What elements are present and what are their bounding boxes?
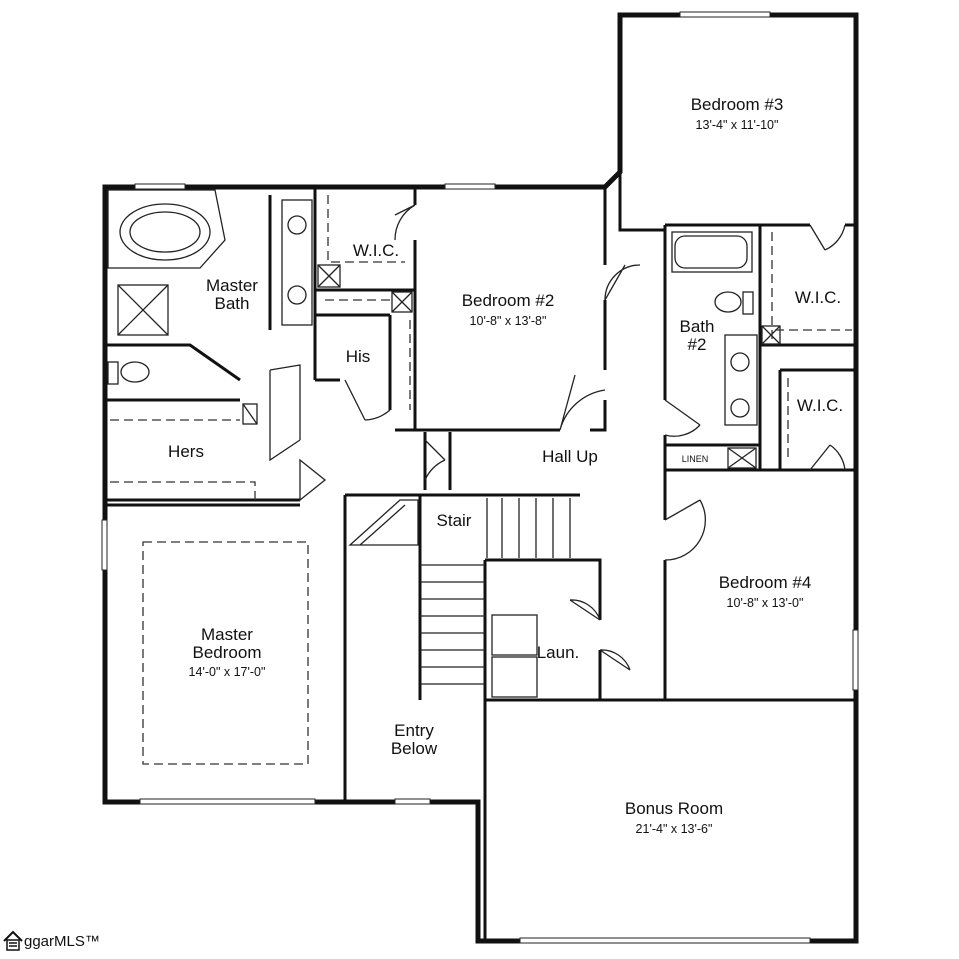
hall-label: Hall Up bbox=[542, 447, 598, 466]
windows bbox=[101, 11, 859, 944]
laundry-label: Laun. bbox=[537, 643, 580, 662]
hers-closet-label: Hers bbox=[168, 442, 204, 461]
tray-ceiling bbox=[142, 541, 309, 765]
house-icon bbox=[3, 930, 23, 951]
bedroom3-dims: 13'-4" x 11'-10" bbox=[696, 118, 779, 132]
watermark-text: ggarMLS™ bbox=[24, 932, 100, 950]
entry-label-1: Entry bbox=[394, 721, 434, 740]
bedroom4-label: Bedroom #4 bbox=[719, 573, 812, 592]
interior-walls bbox=[105, 172, 856, 941]
master-bath-label-1: Master bbox=[206, 276, 258, 295]
fixtures bbox=[107, 189, 781, 698]
entry-label-2: Below bbox=[391, 739, 438, 758]
watermark-logo: ggarMLS™ bbox=[2, 930, 100, 952]
bedroom2-dims: 10'-8" x 13'-8" bbox=[470, 314, 547, 328]
closet-shelves bbox=[110, 195, 852, 765]
master-bedroom-label-1: Master bbox=[201, 625, 253, 644]
stair-treads bbox=[420, 498, 571, 685]
bonus-room-dims: 21'-4" x 13'-6" bbox=[636, 822, 713, 836]
bath2-label-1: Bath bbox=[680, 317, 715, 336]
bonus-room-label: Bonus Room bbox=[625, 799, 723, 818]
master-bedroom-label-2: Bedroom bbox=[193, 643, 262, 662]
wic-lower-label: W.I.C. bbox=[797, 396, 843, 415]
stair-label: Stair bbox=[437, 511, 472, 530]
doors bbox=[269, 204, 846, 671]
his-closet-label: His bbox=[346, 347, 371, 366]
bedroom3-label: Bedroom #3 bbox=[691, 95, 784, 114]
wic-upper-label: W.I.C. bbox=[795, 288, 841, 307]
master-bedroom-dims: 14'-0" x 17'-0" bbox=[189, 665, 266, 679]
master-bath-label-2: Bath bbox=[215, 294, 250, 313]
bedroom2-label: Bedroom #2 bbox=[462, 291, 555, 310]
bedroom4-dims: 10'-8" x 13'-0" bbox=[727, 596, 804, 610]
bath2-label-2: #2 bbox=[688, 335, 707, 354]
wic-master-label: W.I.C. bbox=[353, 241, 399, 260]
linen-label: LINEN bbox=[682, 454, 709, 464]
